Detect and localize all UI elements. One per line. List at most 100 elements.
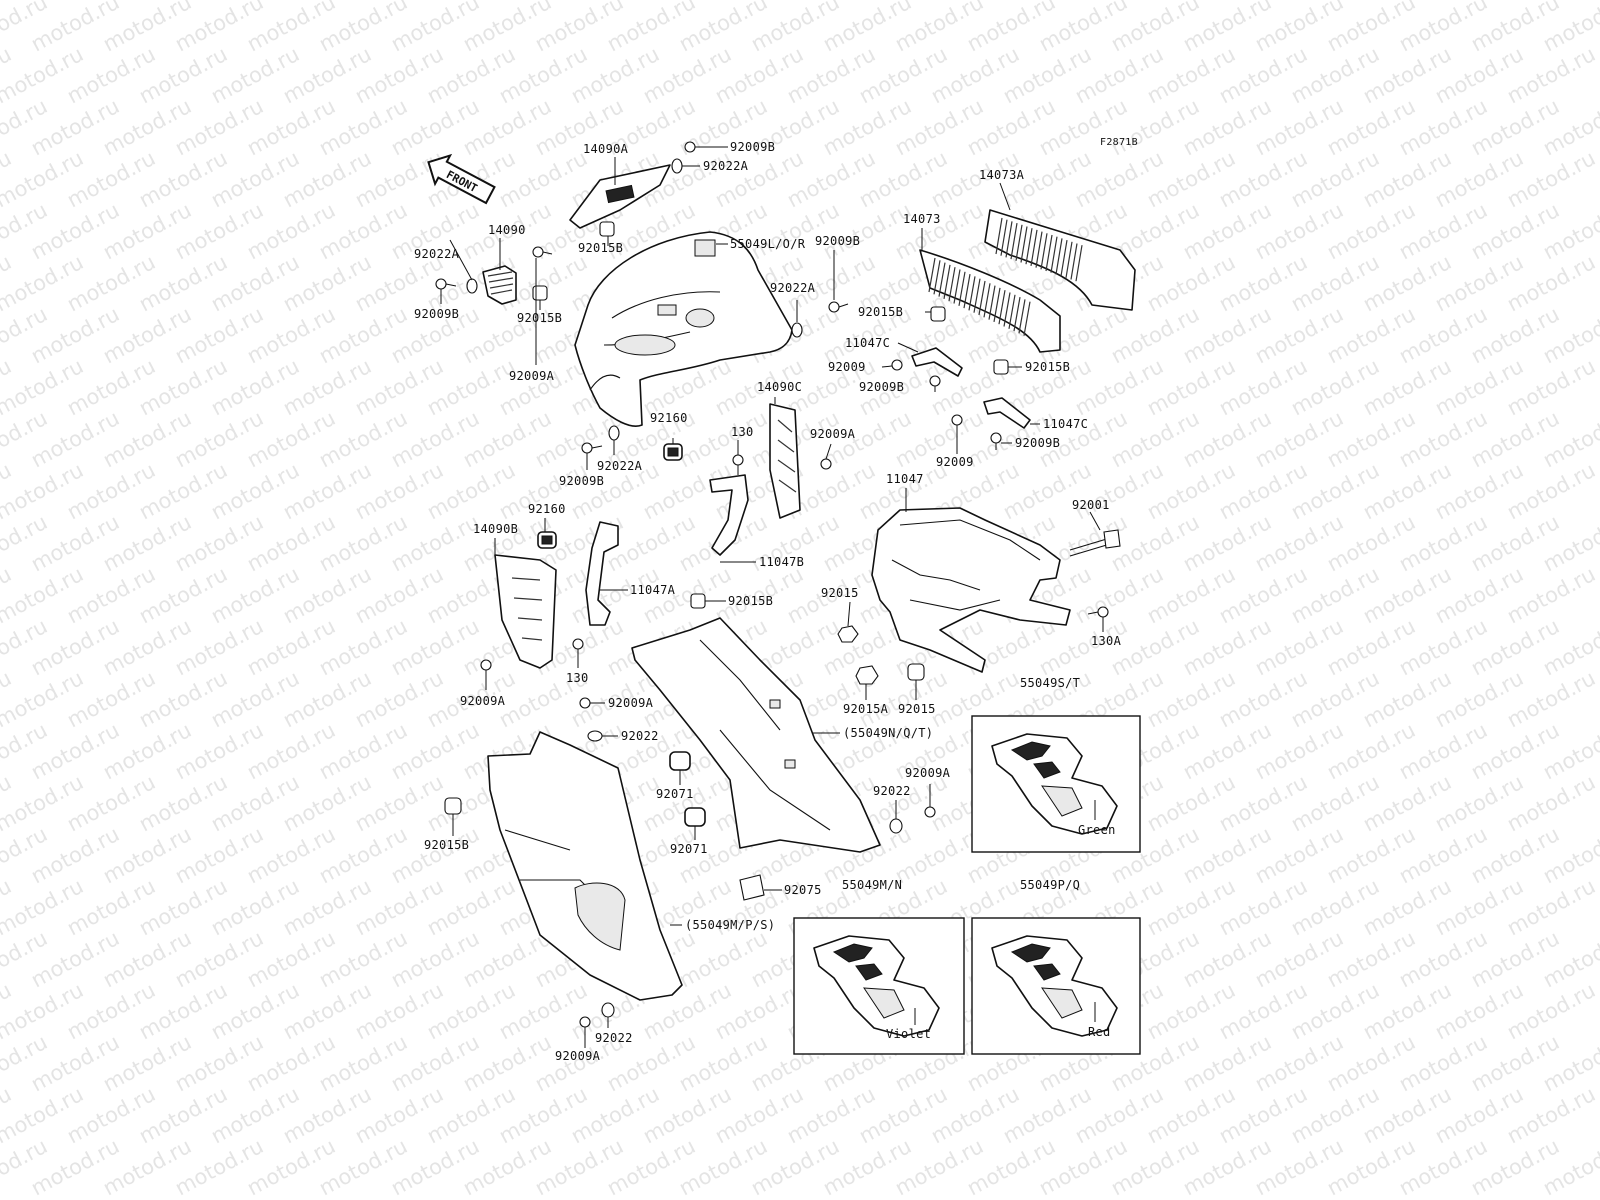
label-55049NQT: (55049N/Q/T) [843, 726, 933, 740]
part-14073A-duct [984, 209, 1136, 311]
duct-rib [1060, 240, 1068, 277]
part-92015B-grommet-mid [690, 593, 706, 609]
part-92160-damper-a [663, 443, 683, 461]
label-14090: 14090 [488, 223, 526, 237]
box-title-55049MN: 55049M/N [842, 878, 902, 892]
label-92071-a: 92071 [656, 787, 694, 801]
part-92022A-washer-mid [791, 322, 803, 338]
label-92009B-low: 92009B [559, 474, 604, 488]
part-11047B-stay [709, 474, 749, 556]
label-92009B-left: 92009B [414, 307, 459, 321]
duct-rib [928, 257, 936, 293]
label-92022-a: 92022 [621, 729, 659, 743]
duct-rib [943, 264, 951, 300]
label-92022A-top: 92022A [703, 159, 749, 173]
part-92015A-nut [855, 665, 879, 685]
part-92009A-bolt-left [532, 246, 553, 258]
part-92009-bolt-b [951, 414, 963, 426]
part-92071-damper-a [669, 751, 691, 771]
label-92009A-e: 92009A [555, 1049, 601, 1063]
label-92009B-mid: 92009B [815, 234, 860, 248]
duct-rib [968, 276, 976, 311]
duct-rib [1003, 292, 1011, 327]
part-92022A-washer-left [466, 278, 478, 294]
label-92009A-d: 92009A [905, 766, 951, 780]
part-92001-bolt [1069, 529, 1121, 557]
part-14090 [482, 265, 517, 305]
part-92009B-bolt-mid [828, 301, 849, 313]
label-92022A-mid: 92022A [770, 281, 816, 295]
duct-rib [1030, 229, 1038, 266]
part-92022A-washer-top [671, 158, 683, 174]
duct-rib [1055, 238, 1063, 275]
part-92075-pad [739, 874, 765, 901]
part-130-bolt-b [572, 638, 584, 650]
label-92075: 92075 [784, 883, 822, 897]
part-92015-grommet-b [907, 663, 925, 681]
part-92022-washer-a [587, 730, 603, 742]
part-14090C-bracket [769, 403, 801, 519]
part-92015B-grommet-right [993, 359, 1009, 375]
variant-box-55049ST [971, 715, 1141, 853]
part-92022-washer-c [601, 1002, 615, 1018]
duct-rib [938, 262, 946, 297]
label-92022-c: 92022 [595, 1031, 633, 1045]
label-92009B-c: 92009B [859, 380, 904, 394]
label-92015B-low: 92015B [424, 838, 469, 852]
duct-rib [978, 280, 986, 316]
duct-rib [1045, 234, 1053, 272]
duct-rib [1013, 296, 1021, 332]
part-92022A-washer-low [608, 425, 620, 441]
label-92009A-left: 92009A [509, 369, 555, 383]
part-11047C-stay-b [983, 397, 1031, 429]
duct-rib [948, 267, 956, 302]
label-92009-b: 92009 [936, 455, 974, 469]
label-92015A: 92015A [843, 702, 889, 716]
part-92071-damper-b [684, 807, 706, 827]
part-11047C-stay-a [911, 347, 963, 377]
part-92009A-bolt-c [579, 697, 591, 709]
box-color-green: Green [1078, 823, 1116, 837]
label-14073: 14073 [903, 212, 941, 226]
part-92015B-grommet-low [444, 797, 462, 815]
label-92001: 92001 [1072, 498, 1110, 512]
label-92022A-low: 92022A [597, 459, 643, 473]
label-92015B-top: 92015B [578, 241, 623, 255]
duct-rib [993, 287, 1001, 323]
label-11047B: 11047B [759, 555, 804, 569]
duct-rib [983, 283, 991, 318]
label-14090B: 14090B [473, 522, 518, 536]
label-14073A: 14073A [979, 168, 1025, 182]
label-92022A-left: 92022A [414, 247, 460, 261]
duct-rib [1025, 228, 1033, 265]
label-130A: 130A [1091, 634, 1122, 648]
part-labels: 14090A 92009B 92022A 92015B 14090 92022A… [414, 140, 1122, 1063]
duct-rib [988, 285, 996, 320]
leader-lines [440, 146, 1104, 1048]
figure-code: F2871B [1100, 137, 1138, 148]
duct-rib [1000, 219, 1008, 256]
label-92009A-mid: 92009A [810, 427, 856, 441]
box-title-55049PQ: 55049P/Q [1020, 878, 1080, 892]
duct-rib [1040, 233, 1048, 270]
part-92015B-grommet-left [532, 285, 548, 301]
duct-rib [963, 273, 971, 309]
part-92160-damper-b [537, 531, 557, 549]
label-92009B-d: 92009B [1015, 436, 1060, 450]
duct-rib [1015, 224, 1023, 261]
label-92071-b: 92071 [670, 842, 708, 856]
label-92015B-duct: 92015B [858, 305, 903, 319]
label-92160-a: 92160 [650, 411, 688, 425]
label-11047C-b: 11047C [1043, 417, 1088, 431]
duct-rib [995, 217, 1003, 255]
label-92009-a: 92009 [828, 360, 866, 374]
variant-box-55049MN [793, 917, 965, 1055]
label-92015-a: 92015 [821, 586, 859, 600]
part-14090A [569, 164, 671, 237]
label-11047A: 11047A [630, 583, 676, 597]
duct-rib [1050, 236, 1058, 273]
label-14090A: 14090A [583, 142, 629, 156]
label-92015B-right: 92015B [1025, 360, 1070, 374]
